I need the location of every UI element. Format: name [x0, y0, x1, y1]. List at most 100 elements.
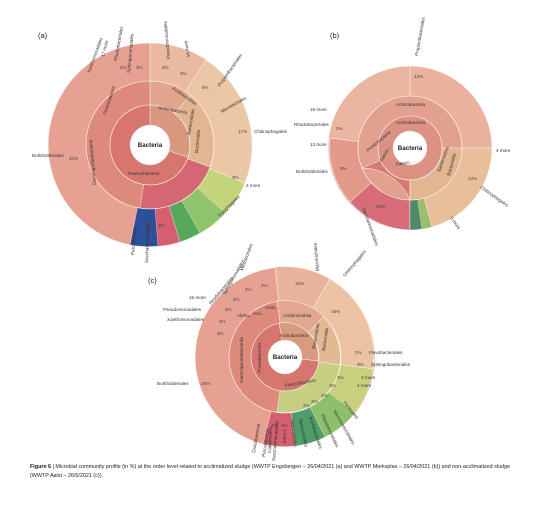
- label-15more-b: 15 more: [310, 107, 327, 112]
- pct-c-10: 10%: [295, 281, 304, 286]
- pct-c-3a: 3%: [219, 319, 226, 324]
- label-pseudomonadales-c: Pseudomonadales: [163, 307, 202, 312]
- label-bacteroidia-c: Bacteroidia: [321, 327, 329, 351]
- label-rhodobacterales-a: Rhodobacterales: [113, 25, 124, 61]
- pct-c-2f: 2%: [311, 399, 318, 404]
- label-1more-c: 1 more: [282, 429, 288, 444]
- label-13more-b: 13 more: [310, 142, 327, 147]
- sunburst-a: Bacteria Burkholderiales 34% Xanthomonad…: [32, 20, 288, 263]
- panel-label-b: (b): [330, 31, 340, 40]
- label-sphingomonadales-a: Sphingomonadales: [126, 33, 134, 73]
- pct-c-3c: 3%: [281, 423, 288, 428]
- label-sphingobacteriales-c: Sphingobacteriales: [371, 362, 411, 367]
- pct-a-6: 6%: [202, 85, 209, 90]
- label-parcubacteria-a: Parcubacteria: [130, 226, 137, 255]
- label-propionibacteriales-b: Propionibacteriales: [414, 16, 426, 56]
- label-actinobacteria-c: Actinobacteria: [279, 333, 309, 338]
- label-patesc-b: Patesc...: [395, 159, 413, 167]
- pct-a-11: 3%: [158, 223, 165, 228]
- label-burkholderiales-a: Burkholderiales: [32, 153, 64, 158]
- label-acidimicrobiia-c: Acidimicrobiia: [283, 313, 312, 318]
- label-15more-c: 15 more: [189, 295, 206, 300]
- label-14more-a: 14 more: [183, 40, 191, 58]
- caption-separator: |: [50, 464, 56, 470]
- label-flavobacteriales-c: Flavobacteriales: [369, 350, 403, 355]
- sunburst-c: Bacteria Microtrichales Microtrichales S…: [157, 242, 411, 461]
- pct-c-2c: 2%: [233, 297, 240, 302]
- label-patescibacteria-c: Patescibacteria: [284, 378, 316, 388]
- pct-b-8: 8%: [340, 166, 347, 171]
- pct-a-9: 3%: [232, 175, 239, 180]
- pct-c-25: 25%: [201, 381, 210, 386]
- label-myxococcales-c: Myxococcales: [298, 418, 309, 448]
- label-4more-b: 4 more: [496, 148, 511, 153]
- pct-c-4: 4%: [271, 423, 278, 428]
- label-burkholderiales-b: Burkholderiales: [296, 169, 328, 174]
- pct-b-42: 42%: [414, 74, 423, 79]
- pct-c-2e: 2%: [321, 393, 328, 398]
- label-rhodobacterales-b: Rhodobacterales: [294, 122, 329, 127]
- label-gammaproteobacteria-c: Gammaproteobacteria: [239, 337, 244, 383]
- label-bacteroidia-b: Bacteroidia: [446, 152, 457, 176]
- label-parcubacteria-c: Parcubacteria: [261, 428, 270, 457]
- center-label-c: Bacteria: [273, 354, 298, 361]
- label-alpha-c: Alpha...: [237, 313, 253, 318]
- pct-c-flavo: 2%: [355, 350, 362, 355]
- pct-c-3b: 3%: [217, 331, 224, 336]
- label-bacteroidia-a: Bacteroidia: [194, 129, 201, 153]
- pct-a-10: 3%: [146, 223, 153, 228]
- label-acti-c: Acti...: [253, 311, 265, 316]
- pct-b-15: 15%: [376, 204, 385, 209]
- label-pseudomonadales-a: Pseudomonadales: [163, 20, 171, 59]
- label-saccharimonadales-c: Saccharimonadales: [271, 420, 280, 461]
- label-2more-a: 2 more: [246, 183, 261, 188]
- sunburst-b: Bacteria Propionibacteriales 42% 15 more…: [294, 16, 511, 247]
- pct-c-2a: 2%: [261, 283, 268, 288]
- label-chitinophagales-b: Chitinophagales: [479, 185, 509, 208]
- pct-c-2d: 2%: [225, 307, 232, 312]
- label-4more-c: 4 more: [357, 383, 372, 388]
- panel-label-c: (c): [148, 276, 157, 285]
- pct-a-4: 4%: [180, 71, 187, 76]
- label-actin-c: Actin...: [265, 305, 279, 310]
- label-actinobacteria-b-1: Actinobacteria: [396, 102, 426, 107]
- pct-c-16: 16%: [331, 309, 340, 314]
- label-caldilineales-c: Caldilineales: [267, 426, 273, 453]
- pct-c-2b: 2%: [245, 287, 252, 292]
- panel-label-a: (a): [38, 31, 48, 40]
- label-microtrichales-c-2: Microtrichales: [312, 242, 320, 271]
- label-3more-c: 3 more: [361, 375, 376, 380]
- pct-c-3e: 3%: [337, 375, 344, 380]
- label-xanthomonadales-c: Xanthomonadales: [167, 317, 205, 322]
- label-burkholderiales-c: Burkholderiales: [157, 381, 189, 386]
- label-saccharimonadales-a: Saccharimonadales: [144, 222, 150, 263]
- label-chitinophagales-c: Chitinophagales: [342, 249, 367, 278]
- center-label-b: Bacteria: [398, 145, 423, 152]
- pct-a-1: 2%: [120, 65, 127, 70]
- label-saprospirales-c: Saprospirales: [290, 419, 298, 448]
- label-17more-a: 17 more: [100, 39, 109, 57]
- pct-c-3d: 3%: [329, 383, 336, 388]
- pct-chitinophagales-a: 17%: [238, 129, 247, 134]
- label-5more-b: 5 more: [449, 216, 462, 231]
- figure-number: Figure 6: [30, 464, 51, 470]
- label-bacteroidota-c: Bacteroidota: [311, 322, 320, 349]
- pct-b-14: 14%: [468, 176, 477, 181]
- caption-text: Microbial community profile (in %) at th…: [30, 464, 510, 479]
- pct-c-2g: 2%: [303, 403, 310, 408]
- pct-b-2: 2%: [336, 126, 343, 131]
- center-label-a: Bacteria: [138, 142, 163, 149]
- pct-c-sphingo: 3%: [357, 362, 364, 367]
- label-patescibacteria-a: Patescibacteria: [128, 171, 160, 176]
- label-bacteroidota-a: Bacteroidota: [186, 108, 195, 135]
- pct-a-2: 3%: [136, 65, 143, 70]
- label-actinobacteria-b-2: Actinobacteria: [396, 120, 426, 125]
- pct-burkholderiales-a: 34%: [69, 156, 78, 161]
- label-gammaproteobacteria-a: Gammaproteobacteria: [88, 139, 97, 185]
- label-chitinophagales-a: Chitinophagales: [254, 129, 288, 134]
- label-proteobacteria-c: Proteobacteria: [257, 343, 262, 373]
- label-gracilibacteria-c: Gracilibacteria: [251, 423, 261, 453]
- figure-caption: Figure 6 | Microbial community profile (…: [30, 463, 530, 480]
- pct-a-3: 2%: [162, 65, 169, 70]
